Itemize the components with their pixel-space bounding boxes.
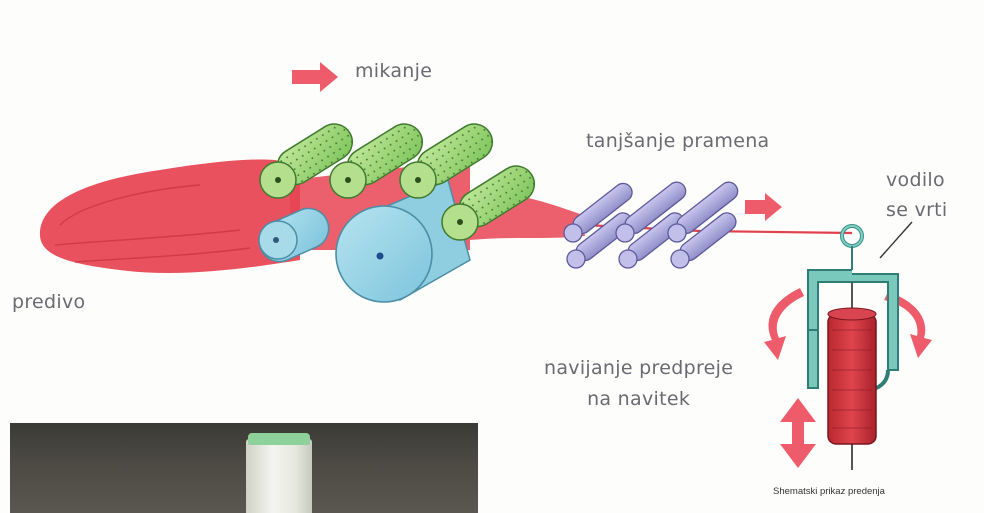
- yarn-cone: [246, 439, 312, 513]
- guide-label-line1: vodilo: [886, 165, 948, 195]
- yarn-cone-cap: [248, 433, 310, 445]
- carding-label: mikanje: [355, 60, 432, 82]
- right-arrow-icon: [745, 193, 782, 221]
- drafting-label: tanjšanje pramena: [586, 130, 770, 152]
- guide-label-line2: se vrti: [886, 195, 948, 225]
- winding-label-line2: na navitek: [544, 384, 733, 415]
- yarn-cone-photo: [10, 423, 478, 513]
- winding-label-line1: navijanje predpreje: [544, 353, 733, 384]
- drafting-rollers: [564, 179, 741, 268]
- roving-label: predivo: [12, 291, 85, 313]
- guide-pointer-line: [880, 222, 912, 258]
- winding-label: navijanje predpreje na navitek: [544, 353, 733, 415]
- vertical-double-arrow-icon: [780, 398, 816, 468]
- figure-caption: Shematski prikaz predenja: [773, 486, 885, 497]
- bobbin: [828, 282, 876, 470]
- guide-label: vodilo se vrti: [886, 165, 948, 225]
- right-arrow-icon: [292, 62, 338, 92]
